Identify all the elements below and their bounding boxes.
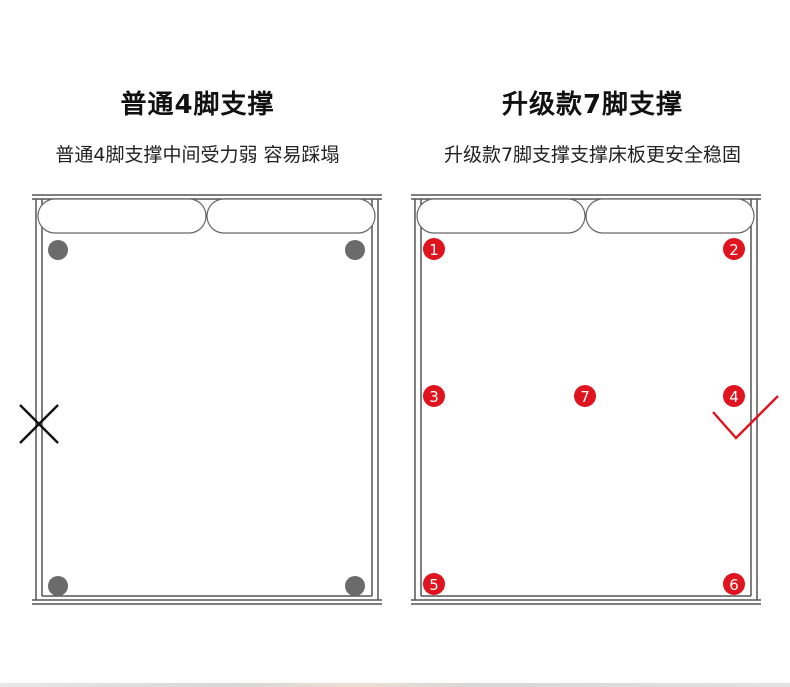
pillow-left [37, 198, 207, 234]
support-foot-1: 1 [423, 238, 445, 260]
foot-number: 2 [729, 241, 739, 259]
foot-number: 1 [429, 241, 439, 259]
support-foot-4: 4 [723, 385, 745, 407]
pillow-right [585, 198, 755, 234]
standard-bed-diagram [18, 190, 388, 610]
support-foot-6: 6 [723, 573, 745, 595]
standard-title: 普通4脚支撑 [120, 90, 275, 120]
support-foot [48, 240, 68, 260]
check-icon [712, 395, 779, 440]
foot-number: 4 [729, 388, 739, 406]
bottom-edge-strip [0, 683, 790, 687]
support-foot-2: 2 [723, 238, 745, 260]
support-foot [345, 240, 365, 260]
upgraded-bed-diagram: 1 2 3 4 5 6 7 [399, 190, 769, 610]
support-foot-5: 5 [423, 573, 445, 595]
standard-support-panel: 普通4脚支撑 普通4脚支撑中间受力弱 容易踩塌 [18, 90, 388, 610]
foot-number: 6 [729, 576, 739, 594]
bed-frame [32, 194, 382, 605]
support-foot-3: 3 [423, 385, 445, 407]
standard-subtitle: 普通4脚支撑中间受力弱 容易踩塌 [55, 144, 340, 166]
pillow-right [206, 198, 376, 234]
support-foot-7: 7 [574, 385, 596, 407]
cross-icon [19, 404, 59, 444]
foot-number: 5 [429, 576, 439, 594]
support-foot [48, 576, 68, 596]
foot-number: 7 [580, 388, 590, 406]
upgraded-subtitle: 升级款7脚支撑支撑床板更安全稳固 [443, 144, 742, 166]
upgraded-support-panel: 升级款7脚支撑 升级款7脚支撑支撑床板更安全稳固 1 [395, 0, 790, 687]
upgraded-title: 升级款7脚支撑 [501, 90, 684, 120]
foot-number: 3 [429, 388, 439, 406]
pillow-left [416, 198, 586, 234]
support-foot [345, 576, 365, 596]
